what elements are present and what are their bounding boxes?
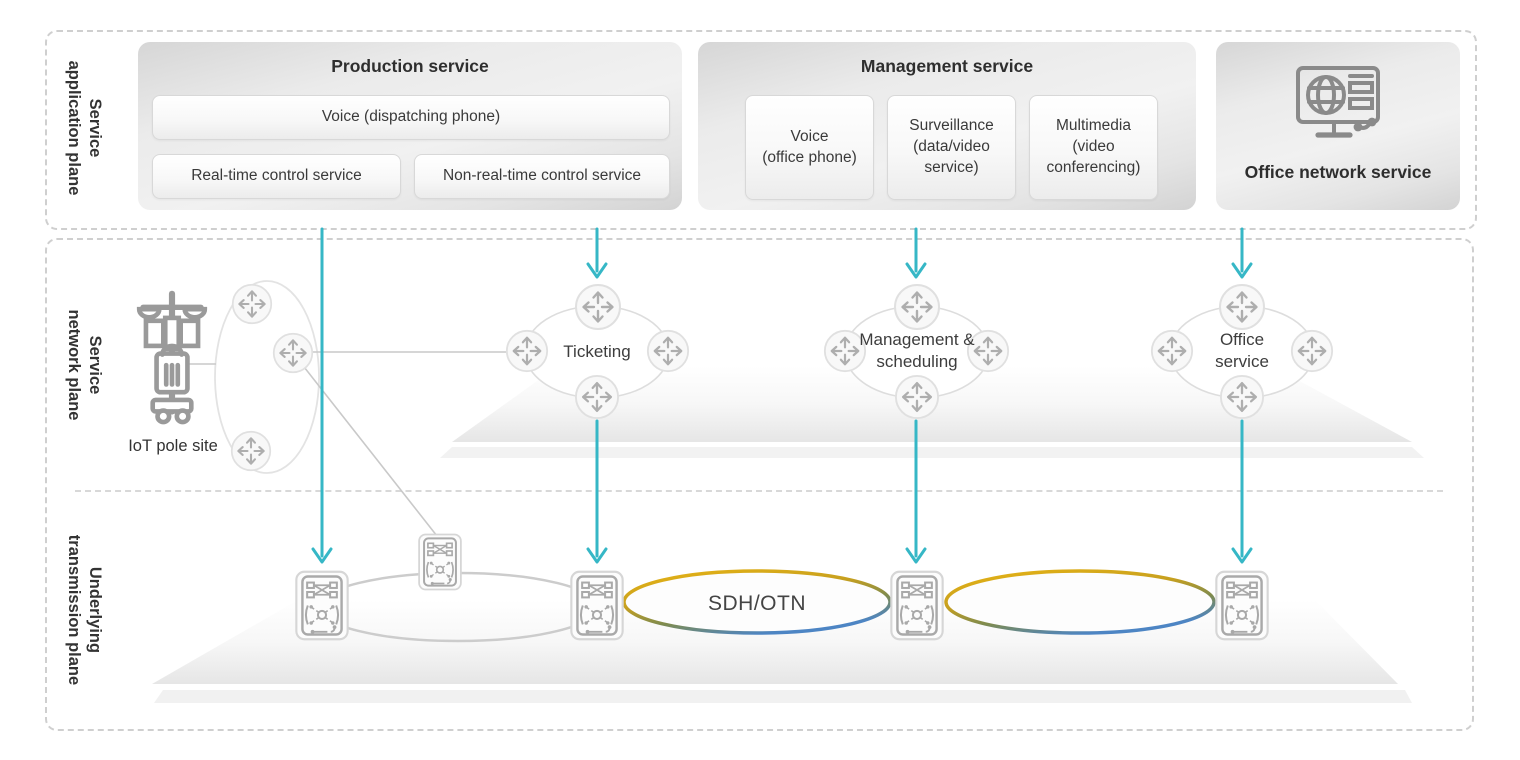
transmission-device-icon [890,570,944,641]
router-icon [272,332,314,374]
production-service-title: Production service [331,56,489,76]
office-network-service-group: Office network service [1216,42,1460,210]
realtime-control-box: Real-time control service [152,154,401,199]
multimedia-box: Multimedia (video conferencing) [1029,95,1158,200]
lower-planes-frame [45,238,1474,731]
router-icon [1150,329,1194,373]
non-realtime-control-box: Non-real-time control service [414,154,670,199]
router-icon [574,283,622,331]
ticketing-label: Ticketing [563,342,631,361]
transmission-device-icon [418,533,462,591]
router-icon [894,374,940,420]
sdh-otn-label: SDH/OTN [708,592,806,615]
transmission-plane-label: Underlying transmission plane [65,534,105,686]
office-network-service-title: Office network service [1244,162,1432,182]
router-icon [1290,329,1334,373]
surveillance-box: Surveillance (data/video service) [887,95,1016,200]
router-icon [574,374,620,420]
transmission-device-icon [570,570,624,641]
network-plane-label: Service network plane [65,309,105,421]
router-icon [230,430,272,472]
service-application-plane-frame [45,30,1477,230]
management-service-group: Management service Voice (office phone) … [698,42,1196,210]
production-service-group: Production service Voice (dispatching ph… [138,42,682,210]
transmission-device-icon [295,570,349,641]
router-icon [893,283,941,331]
management-scheduling-label: Management & scheduling [859,330,975,372]
iot-pole-icon [136,290,208,425]
office-network-icon [1296,66,1380,138]
iot-pole-site-label: IoT pole site [128,437,218,455]
router-icon [1218,283,1266,331]
application-plane-label: Service application plane [65,60,105,196]
transmission-device-icon [1215,570,1269,641]
plane-separator-line [75,490,1443,492]
voice-dispatching-box: Voice (dispatching phone) [152,95,670,140]
router-icon [1219,374,1265,420]
management-service-title: Management service [860,56,1034,76]
voice-office-phone-box: Voice (office phone) [745,95,874,200]
router-icon [231,283,273,325]
office-service-label: Office service [1215,330,1269,372]
